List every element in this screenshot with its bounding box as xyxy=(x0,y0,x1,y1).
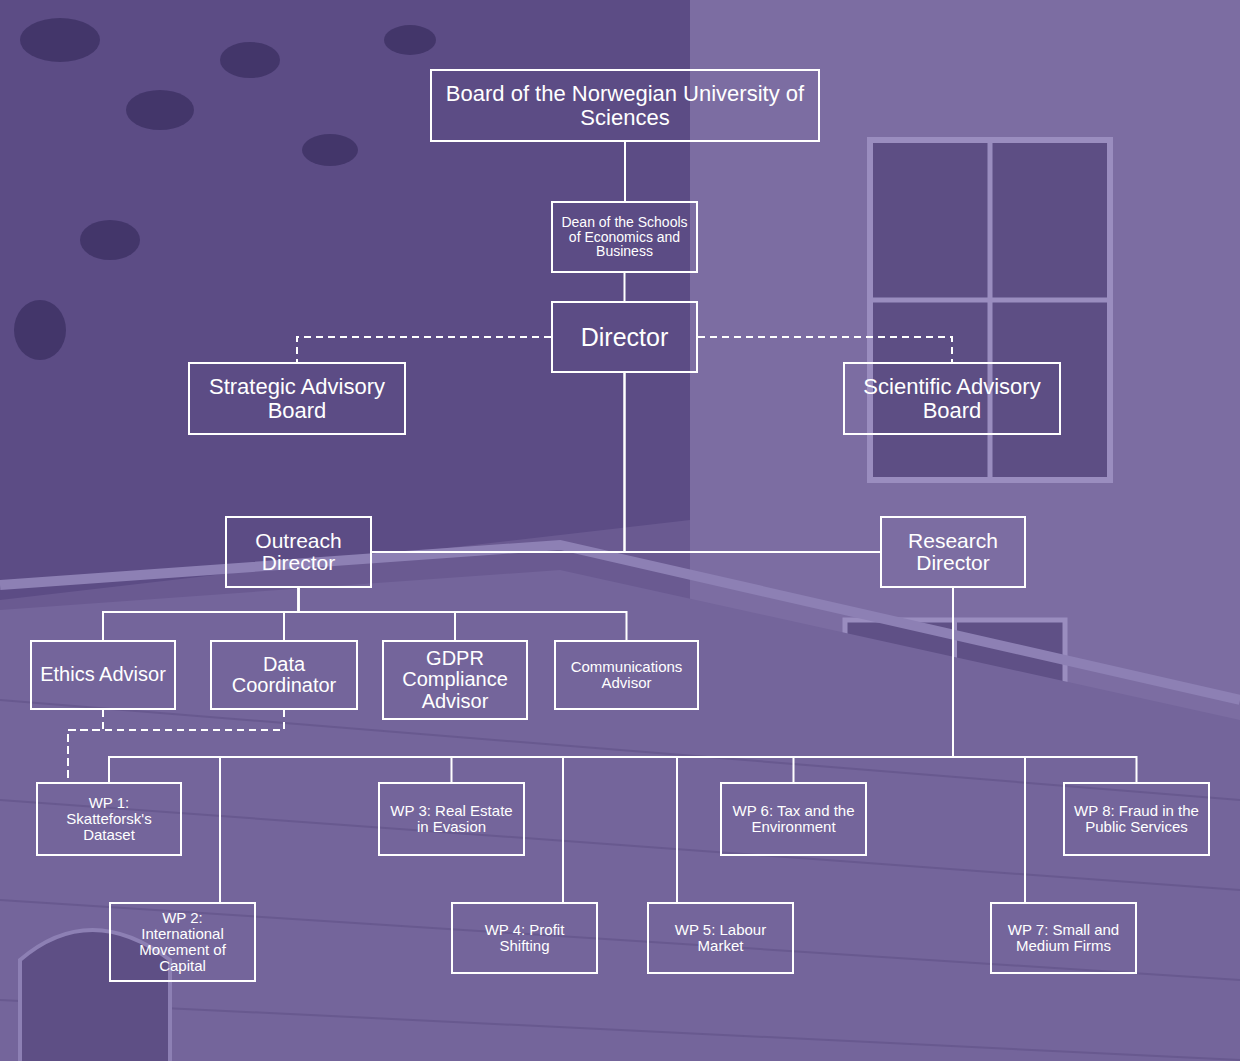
work-package-box: WP 8: Fraud in the Public Services xyxy=(1063,782,1210,856)
gutter xyxy=(0,545,1240,700)
connector-line xyxy=(624,273,626,301)
upper-window xyxy=(870,140,1110,480)
box-label: WP 6: Tax and the Environment xyxy=(730,803,857,835)
box-content: WP 3: Real Estate in Evasion xyxy=(388,803,515,835)
leaf xyxy=(220,42,280,78)
box-content: WP 6: Tax and the Environment xyxy=(730,803,857,835)
advisor-box: Ethics Advisor xyxy=(30,640,176,710)
tile-line xyxy=(0,800,1240,890)
box-content: Ethics Advisor xyxy=(40,664,166,685)
leaf xyxy=(20,18,100,62)
advisor-box: GDPR Compliance Advisor xyxy=(382,640,528,720)
box-label: Research Director xyxy=(890,530,1016,575)
window-bar xyxy=(870,298,1110,303)
director-box: Outreach Director xyxy=(225,516,372,588)
work-package-box: WP 5: Labour Market xyxy=(647,902,794,974)
connector-line xyxy=(220,588,953,902)
dean-box: Dean of the Schools of Economics and Bus… xyxy=(551,201,698,273)
box-label: WP 7: Small and Medium Firms xyxy=(1000,922,1127,954)
work-package-box: WP 1: Skatteforsk's Dataset xyxy=(36,782,182,856)
connector-line xyxy=(677,588,953,902)
leaf xyxy=(302,134,358,166)
tile-line xyxy=(0,900,1240,980)
connector-line xyxy=(103,588,299,640)
box-label: Scientific Advisory Board xyxy=(853,375,1051,422)
connector-line xyxy=(563,588,953,902)
box-label: Dean of the Schools of Economics and Bus… xyxy=(561,215,688,259)
work-package-box: WP 6: Tax and the Environment xyxy=(720,782,867,856)
box-content: Dean of the Schools of Economics and Bus… xyxy=(561,215,688,259)
box-label: WP 5: Labour Market xyxy=(657,922,784,954)
box-content: WP 7: Small and Medium Firms xyxy=(1000,922,1127,954)
box-label: Strategic Advisory Board xyxy=(198,375,396,422)
work-package-box: WP 7: Small and Medium Firms xyxy=(990,902,1137,974)
box-content: WP 2: International Movement of Capital xyxy=(119,910,246,974)
director-box: Research Director xyxy=(880,516,1026,588)
box-content: Board of the Norwegian University of Sci… xyxy=(440,82,810,129)
connector-line xyxy=(299,588,456,640)
box-content: Research Director xyxy=(890,530,1016,575)
box-content: Data Coordinator xyxy=(220,654,348,696)
advisory-box: Scientific Advisory Board xyxy=(843,362,1061,435)
box-label: WP 1: Skatteforsk's Dataset xyxy=(46,795,172,843)
roof xyxy=(0,570,1240,1061)
box-content: WP 8: Fraud in the Public Services xyxy=(1073,803,1200,835)
dashed-connector xyxy=(68,710,284,782)
connector-line xyxy=(372,373,625,552)
leaf xyxy=(126,90,194,130)
tile-line xyxy=(0,1000,1240,1060)
tile-line xyxy=(0,700,1240,800)
box-label: Director xyxy=(581,324,669,351)
leaf xyxy=(14,300,66,360)
work-package-box: WP 3: Real Estate in Evasion xyxy=(378,782,525,856)
box-label: GDPR Compliance Advisor xyxy=(392,648,518,712)
advisor-box: Communications Advisor xyxy=(554,640,699,710)
box-content: Communications Advisor xyxy=(564,659,689,691)
box-label: Communications Advisor xyxy=(564,659,689,691)
box-content: WP 1: Skatteforsk's Dataset xyxy=(46,795,172,843)
advisory-box: Strategic Advisory Board xyxy=(188,362,406,435)
connector-line xyxy=(624,142,626,201)
director-box: Director xyxy=(551,301,698,373)
dashed-connector xyxy=(297,337,551,362)
box-label: WP 4: Profit Shifting xyxy=(461,922,588,954)
leaf xyxy=(384,25,436,55)
connector-line xyxy=(625,373,881,552)
box-content: WP 4: Profit Shifting xyxy=(461,922,588,954)
connector-line xyxy=(794,588,954,782)
connector-line xyxy=(299,588,627,640)
dashed-connector xyxy=(68,710,103,782)
roof-tiles xyxy=(0,700,1240,1060)
leaves xyxy=(14,18,436,360)
connector-line xyxy=(284,588,299,640)
box-label: WP 3: Real Estate in Evasion xyxy=(388,803,515,835)
advisor-box: Data Coordinator xyxy=(210,640,358,710)
box-content: Strategic Advisory Board xyxy=(198,375,396,422)
work-package-box: WP 2: International Movement of Capital xyxy=(109,902,256,982)
box-content: Scientific Advisory Board xyxy=(853,375,1051,422)
box-label: WP 8: Fraud in the Public Services xyxy=(1073,803,1200,835)
box-label: Ethics Advisor xyxy=(40,664,166,685)
box-label: WP 2: International Movement of Capital xyxy=(119,910,246,974)
box-content: Director xyxy=(581,324,669,351)
box-content: GDPR Compliance Advisor xyxy=(392,648,518,712)
box-content: Outreach Director xyxy=(235,530,362,575)
connector-line xyxy=(953,588,1025,902)
box-label: Outreach Director xyxy=(235,530,362,575)
dashed-connector xyxy=(698,337,952,362)
connector-line xyxy=(953,588,1137,782)
window-bar xyxy=(988,140,993,480)
box-label: Board of the Norwegian University of Sci… xyxy=(440,82,810,129)
board-box: Board of the Norwegian University of Sci… xyxy=(430,69,820,142)
connector-line xyxy=(109,588,953,782)
work-package-box: WP 4: Profit Shifting xyxy=(451,902,598,974)
leaf xyxy=(80,220,140,260)
box-content: WP 5: Labour Market xyxy=(657,922,784,954)
building-facade xyxy=(690,0,1240,720)
box-label: Data Coordinator xyxy=(220,654,348,696)
